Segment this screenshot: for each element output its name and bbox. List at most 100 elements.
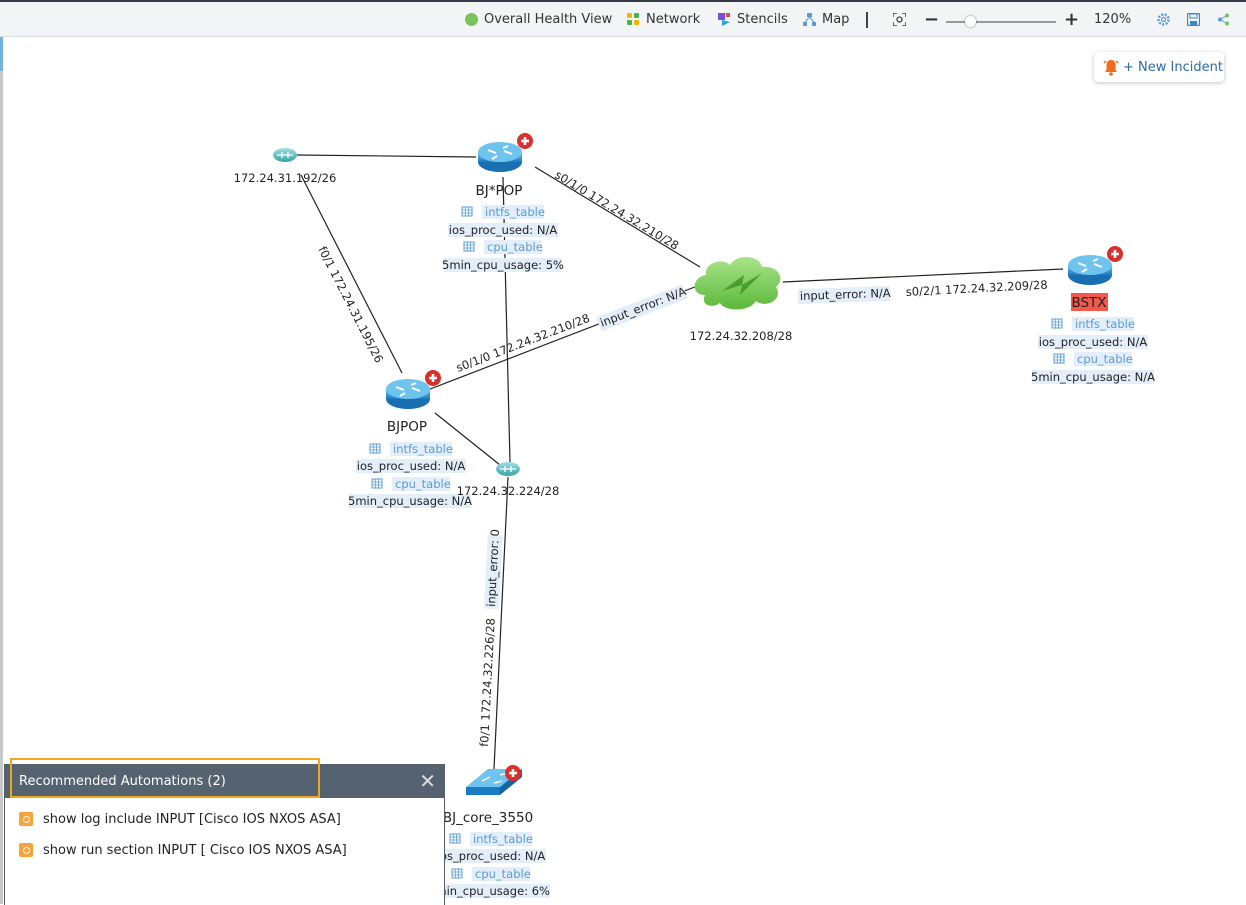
bjstar-pop-name: BJ*POP: [476, 183, 523, 199]
cloud-label: 172.24.32.208/28: [690, 329, 793, 343]
bjstar-pop-cpu-table-link[interactable]: cpu_table: [487, 240, 543, 254]
bjpop-proc: ios_proc_used: N/A: [357, 459, 466, 473]
bjstar-pop-intfs-table-link[interactable]: intfs_table: [485, 205, 545, 219]
panel-header: Recommended Automations (2) ✕: [5, 765, 444, 798]
node-bstx[interactable]: BSTX intfs_table ios_proc_used: N/A cpu_…: [1031, 244, 1155, 384]
overall-health-view-button[interactable]: Overall Health View: [465, 10, 612, 28]
highlight-bg: [436, 849, 546, 863]
automation-item[interactable]: show log include INPUT [Cisco IOS NXOS A…: [19, 810, 341, 828]
router-icon: [1067, 254, 1113, 286]
link-subnet192-bjpop[interactable]: [300, 174, 403, 374]
node-cloud[interactable]: 172.24.32.208/28: [690, 256, 793, 343]
table-icon: [451, 868, 463, 879]
bjpop-intfs-table-link[interactable]: intfs_table: [393, 442, 453, 456]
settings-button[interactable]: [1157, 10, 1176, 28]
bj-core-proc: ios_proc_used: N/A: [437, 849, 546, 863]
link-bjstarpop-subnet224[interactable]: [502, 176, 511, 463]
new-incident-button[interactable]: + New Incident: [1094, 52, 1224, 82]
bjpop-cpu-table-link[interactable]: cpu_table: [395, 477, 451, 491]
bstx-usage: 5min_cpu_usage: N/A: [1031, 370, 1155, 384]
zoom-out-button[interactable]: −: [924, 8, 940, 30]
link-label-bjstar-cloud: s0/1/0 172.24.32.210/28: [552, 168, 681, 253]
node-subnet-224[interactable]: 172.24.32.224/28: [457, 461, 560, 498]
automation-item[interactable]: show run section INPUT [ Cisco IOS NXOS …: [19, 841, 347, 859]
router-icon: [477, 141, 523, 173]
new-incident-label: + New Incident: [1123, 59, 1223, 75]
bj-core-cpu-table-link[interactable]: cpu_table: [475, 867, 531, 881]
link-bjstarpop-cloud[interactable]: [534, 166, 701, 268]
node-subnet-192[interactable]: 172.24.31.192/26: [234, 147, 337, 185]
left-panel-accent[interactable]: [0, 37, 3, 71]
link-error-cloud-bstx: input_error: N/A: [800, 286, 891, 303]
minus-icon: −: [924, 8, 940, 30]
bj-core-name: BJ_core_3550: [443, 810, 533, 826]
alert-plus-icon: [503, 763, 523, 783]
table-icon: [1053, 353, 1065, 364]
bj-core-usage: 5min_cpu_usage: 6%: [428, 884, 550, 898]
window-top-border: [0, 0, 1246, 2]
highlight-bg: [448, 223, 558, 237]
bj-core-intfs-table-link[interactable]: intfs_table: [473, 832, 533, 846]
bjstar-pop-usage: 5min_cpu_usage: 5%: [442, 258, 564, 272]
panel-title: Recommended Automations (2): [19, 774, 226, 789]
link-label-cloud-bstx: s0/2/1 172.24.32.209/28: [905, 278, 1048, 299]
table-icon: [1051, 318, 1063, 329]
map-label: Map: [822, 11, 850, 27]
bstx-intfs-table-link[interactable]: intfs_table: [1075, 317, 1135, 331]
link-error-bjpop-cloud: input_error: N/A: [598, 284, 688, 330]
highlight-bg: [1038, 335, 1148, 349]
map-icon: [803, 12, 816, 26]
router-icon: [385, 378, 431, 410]
bjstar-pop-proc: ios_proc_used: N/A: [449, 223, 558, 237]
zoom-slider-track[interactable]: [946, 21, 1056, 23]
link-subnet192-bjstarpop[interactable]: [296, 154, 477, 158]
node-bjpop[interactable]: BJPOP intfs_table ios_proc_used: N/A cpu…: [348, 368, 472, 508]
node-bjstar-pop[interactable]: BJ*POP intfs_table ios_proc_used: N/A cp…: [442, 131, 564, 272]
table-icon: [449, 833, 461, 844]
zoom-in-button[interactable]: +: [1064, 8, 1080, 30]
highlight-bg: [428, 884, 550, 898]
highlight-bg: [484, 240, 542, 254]
highlight-bg: [1074, 352, 1132, 366]
stencils-button[interactable]: Stencils: [718, 10, 788, 28]
highlight-bg: [472, 867, 530, 881]
left-panel-edge: [0, 37, 3, 904]
table-icon: [461, 206, 473, 217]
zoom-slider-thumb[interactable]: [964, 16, 976, 27]
automation-label: show log include INPUT [Cisco IOS NXOS A…: [43, 811, 341, 827]
toolbar: Overall Health View Network Stencils Map…: [0, 2, 1246, 37]
map-button[interactable]: Map: [803, 10, 849, 28]
bstx-proc: ios_proc_used: N/A: [1039, 335, 1148, 349]
highlight-bg: [1032, 370, 1154, 384]
save-button[interactable]: [1186, 10, 1206, 28]
bjpop-usage: 5min_cpu_usage: N/A: [348, 494, 472, 508]
topology-canvas[interactable]: s0/1/0 172.24.32.210/28 s0/1/0 172.24.32…: [0, 37, 1246, 904]
bstx-cpu-table-link[interactable]: cpu_table: [1077, 352, 1133, 366]
plus-icon: +: [1064, 8, 1080, 30]
close-icon[interactable]: ✕: [419, 769, 436, 793]
fit-view-button[interactable]: [892, 10, 912, 28]
overall-health-view-label: Overall Health View: [484, 11, 613, 27]
stencils-icon: [718, 12, 731, 26]
share-button[interactable]: [1217, 10, 1236, 28]
alert-plus-icon: [423, 368, 443, 388]
network-button[interactable]: Network: [627, 10, 700, 28]
link-cloud-bstx[interactable]: [782, 268, 1064, 283]
cloud-icon: [694, 256, 781, 310]
highlight-bg: [356, 459, 466, 473]
subnet-icon: [495, 461, 521, 477]
highlight-bg: [392, 477, 450, 491]
network-icon: [627, 12, 640, 26]
bjpop-name: BJPOP: [387, 419, 427, 435]
highlight-bg: [797, 285, 891, 305]
highlight-bg: [390, 442, 452, 456]
share-icon: [1217, 13, 1230, 26]
link-bjpop-subnet224[interactable]: [434, 412, 501, 466]
table-icon: [369, 443, 381, 454]
link-subnet224-bjcore[interactable]: [493, 476, 509, 770]
automation-icon: [19, 843, 33, 857]
node-bj-core-3550[interactable]: BJ_core_3550 intfs_table ios_proc_used: …: [428, 763, 550, 898]
toolbar-separator: [866, 12, 868, 28]
stencils-label: Stencils: [737, 11, 788, 27]
save-icon: [1186, 12, 1201, 26]
